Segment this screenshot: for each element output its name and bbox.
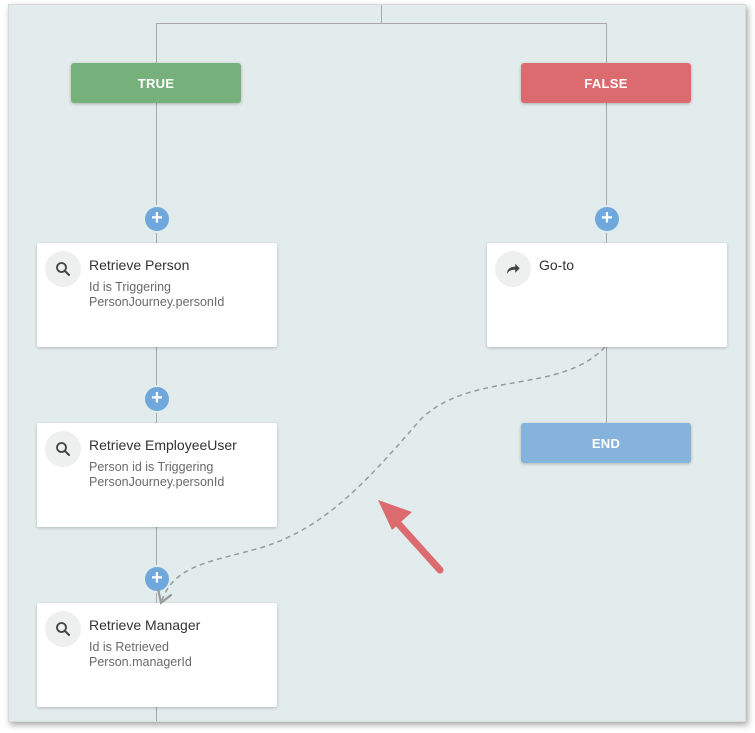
search-icon xyxy=(45,431,81,467)
search-icon xyxy=(45,611,81,647)
step-desc-line: Id is Triggering xyxy=(89,280,171,294)
step-desc-line: Person id is Triggering xyxy=(89,460,214,474)
step-card-retrieve-manager[interactable]: Retrieve Manager Id is Retrieved Person.… xyxy=(37,603,277,707)
add-step-button[interactable]: + xyxy=(145,387,169,411)
connector-true-3 xyxy=(156,527,157,603)
step-card-retrieve-employeeuser[interactable]: Retrieve EmployeeUser Person id is Trigg… xyxy=(37,423,277,527)
search-icon xyxy=(45,251,81,287)
step-description: Id is Retrieved Person.managerId xyxy=(89,640,269,670)
false-branch-label[interactable]: FALSE xyxy=(521,63,691,103)
step-description: Id is Triggering PersonJourney.personId xyxy=(89,280,269,310)
step-card-goto[interactable]: Go-to xyxy=(487,243,727,347)
goto-arrow-icon xyxy=(495,251,531,287)
true-branch-text: TRUE xyxy=(137,75,175,91)
step-card-retrieve-person[interactable]: Retrieve Person Id is Triggering PersonJ… xyxy=(37,243,277,347)
connector-horizontal xyxy=(156,23,607,24)
step-desc-line: Person.managerId xyxy=(89,655,192,669)
add-step-button[interactable]: + xyxy=(595,207,619,231)
step-title: Retrieve EmployeeUser xyxy=(89,437,237,453)
workflow-canvas[interactable]: TRUE FALSE + + + + Retrieve Person Id is… xyxy=(8,4,746,722)
connector-true-1 xyxy=(156,103,157,243)
add-step-button[interactable]: + xyxy=(145,207,169,231)
connector-true-2 xyxy=(156,347,157,423)
connector-true-top xyxy=(156,23,157,63)
connector-true-4 xyxy=(156,707,157,721)
false-branch-text: FALSE xyxy=(584,75,628,91)
connector-false-2 xyxy=(606,347,607,423)
step-title: Retrieve Person xyxy=(89,257,190,273)
step-description: Person id is Triggering PersonJourney.pe… xyxy=(89,460,269,490)
connector-false-1 xyxy=(606,103,607,243)
end-node[interactable]: END xyxy=(521,423,691,463)
step-desc-line: PersonJourney.personId xyxy=(89,475,225,489)
add-step-button[interactable]: + xyxy=(145,567,169,591)
true-branch-label[interactable]: TRUE xyxy=(71,63,241,103)
end-node-text: END xyxy=(591,435,621,451)
step-title: Go-to xyxy=(539,257,575,273)
connector-top-stem xyxy=(381,5,382,23)
step-desc-line: PersonJourney.personId xyxy=(89,295,225,309)
step-desc-line: Id is Retrieved xyxy=(89,640,169,654)
connector-false-top xyxy=(606,23,607,63)
step-title: Retrieve Manager xyxy=(89,617,201,633)
